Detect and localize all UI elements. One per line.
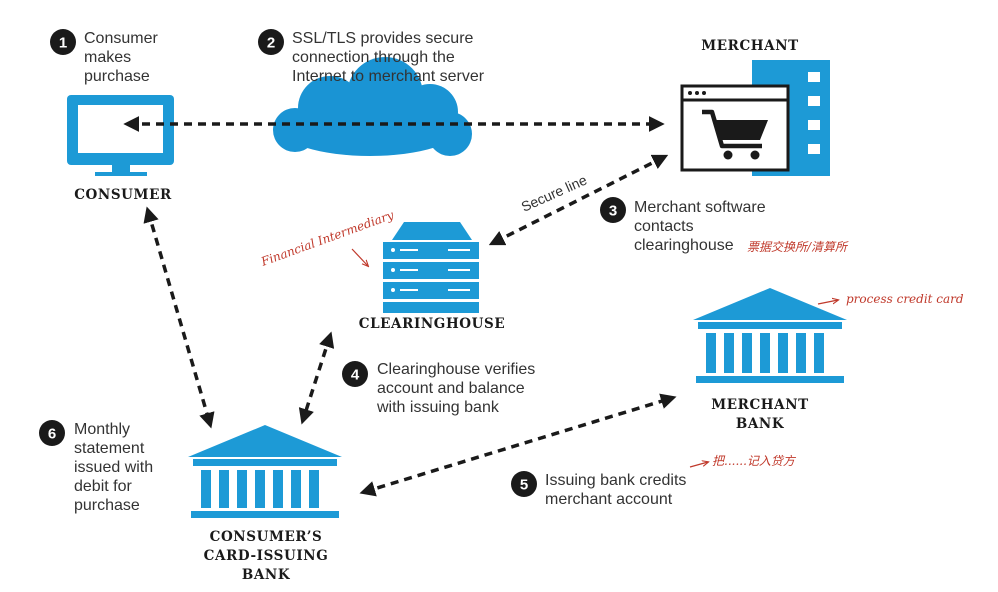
clearinghouse-chinese-note: 票据交换所/清算所 [747, 240, 849, 254]
step-3-badge: 3 [600, 197, 626, 223]
svg-text:Monthly: Monthly [74, 421, 130, 438]
step-4-badge: 4 [342, 361, 368, 387]
financial-intermediary-note: Financial Intermediary [258, 208, 395, 269]
svg-text:MERCHANT: MERCHANT [711, 397, 809, 413]
svg-text:BANK: BANK [242, 567, 291, 583]
issuing-bank-label: CONSUMER’S CARD-ISSUING BANK [204, 529, 329, 583]
step-6-text: Monthly statement issued with debit for … [74, 421, 153, 514]
svg-text:purchase: purchase [84, 68, 150, 85]
svg-text:1: 1 [59, 35, 67, 52]
svg-text:Consumer: Consumer [84, 30, 158, 47]
svg-text:SSL/TLS provides secure: SSL/TLS provides secure [292, 30, 474, 47]
process-credit-card-note: process credit card [846, 292, 964, 306]
step-1-text: Consumer makes purchase [84, 30, 158, 85]
consumer-issuing-bank-arrow [143, 206, 215, 429]
step-5-badge: 5 [511, 471, 537, 497]
consumer-label: CONSUMER [74, 187, 172, 203]
svg-text:BANK: BANK [736, 416, 785, 432]
issuing-bank-building-icon [188, 425, 342, 518]
svg-text:clearinghouse: clearinghouse [634, 237, 734, 254]
credit-note: 把......记入贷方 [712, 454, 797, 468]
step-1-badge: 1 [50, 29, 76, 55]
svg-text:issued with: issued with [74, 459, 153, 476]
svg-text:Issuing bank credits: Issuing bank credits [545, 472, 686, 489]
svg-text:CARD-ISSUING: CARD-ISSUING [204, 548, 329, 564]
svg-text:2: 2 [267, 35, 275, 52]
svg-text:CONSUMER’S: CONSUMER’S [210, 529, 323, 545]
svg-text:6: 6 [48, 426, 56, 443]
svg-text:account and balance: account and balance [377, 380, 525, 397]
svg-text:4: 4 [351, 367, 360, 384]
merchant-clearinghouse-arrow [488, 154, 669, 246]
process-credit-card-pointer [817, 300, 838, 305]
financial-intermediary-pointer [351, 248, 368, 266]
clearinghouse-label: CLEARINGHOUSE [359, 316, 506, 332]
svg-text:makes: makes [84, 49, 131, 66]
consumer-monitor-icon [67, 95, 174, 176]
step-6-badge: 6 [39, 420, 65, 446]
svg-text:contacts: contacts [634, 218, 694, 235]
svg-text:statement: statement [74, 440, 145, 457]
clearinghouse-server-icon [383, 222, 479, 313]
step-4-text: Clearinghouse verifies account and balan… [376, 361, 535, 416]
svg-text:Clearinghouse verifies: Clearinghouse verifies [377, 361, 535, 378]
svg-text:merchant account: merchant account [545, 491, 673, 508]
svg-text:3: 3 [609, 203, 617, 220]
svg-text:Merchant software: Merchant software [634, 199, 766, 216]
svg-text:5: 5 [520, 477, 528, 494]
svg-text:with issuing bank: with issuing bank [376, 399, 500, 416]
step-2-badge: 2 [258, 29, 284, 55]
svg-text:purchase: purchase [74, 497, 140, 514]
merchant-bank-building-icon [693, 288, 847, 383]
step-3-text: Merchant software contacts clearinghouse [634, 199, 766, 254]
credit-note-pointer [689, 462, 708, 468]
step-2-text: SSL/TLS provides secure connection throu… [292, 30, 485, 85]
merchant-label: MERCHANT [701, 38, 799, 54]
merchant-bank-label: MERCHANT BANK [711, 397, 809, 432]
svg-text:debit for: debit for [74, 478, 132, 495]
svg-text:Internet to merchant server: Internet to merchant server [292, 68, 485, 85]
svg-text:connection through the: connection through the [292, 49, 455, 66]
clearinghouse-issuing-bank-arrow [298, 331, 335, 425]
secure-line-label: Secure line [519, 172, 590, 215]
issuing-bank-merchant-bank-arrow [359, 393, 677, 497]
step-5-text: Issuing bank credits merchant account [545, 472, 686, 508]
shopping-cart-icon [680, 84, 790, 172]
